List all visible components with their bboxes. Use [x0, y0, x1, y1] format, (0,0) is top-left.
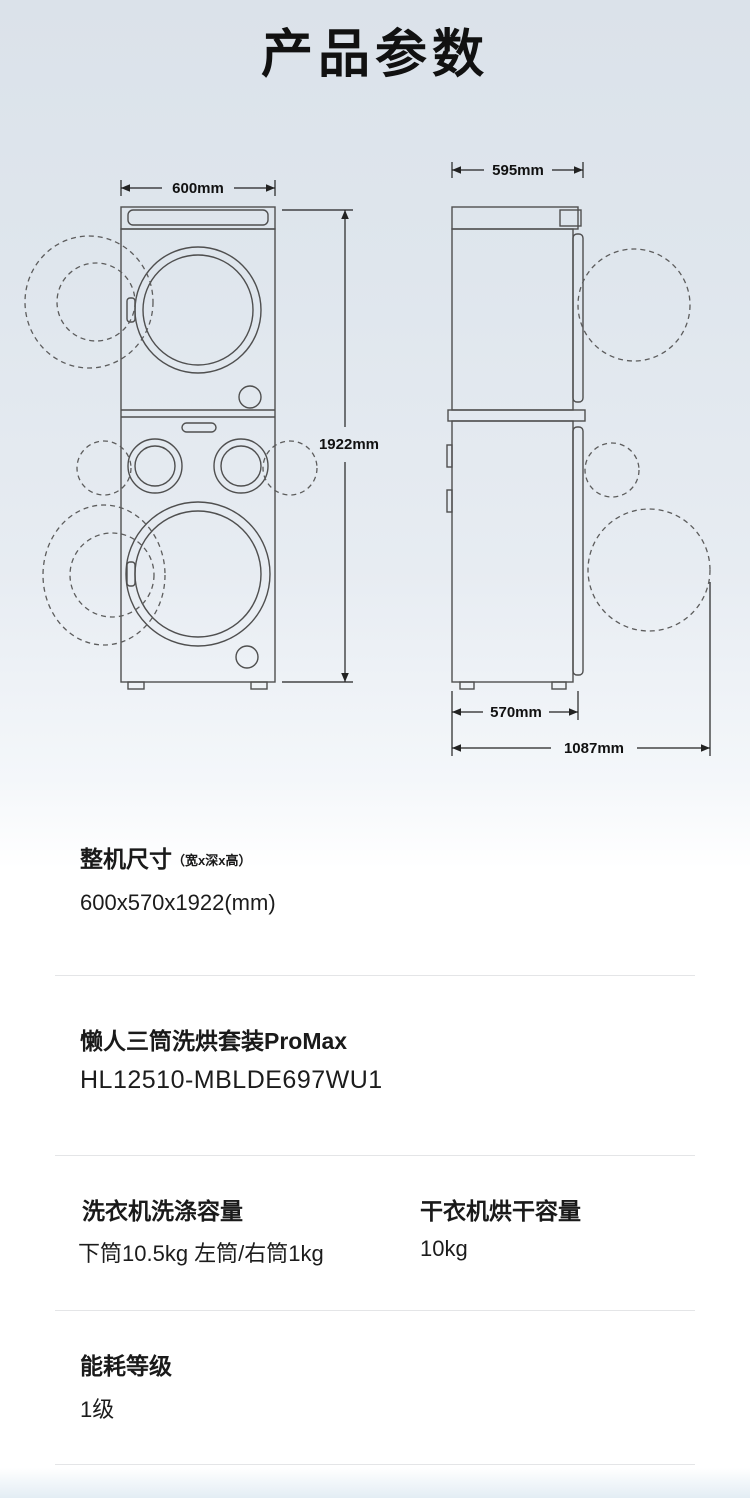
dimensions-label: 整机尺寸 — [80, 846, 172, 872]
section-divider — [55, 1310, 695, 1311]
page-title: 产品参数 — [260, 26, 489, 84]
side-view-drawing — [446, 206, 586, 690]
side-bottom-depth-dimension-label: 570mm — [490, 704, 542, 721]
washer-capacity-label: 洗衣机洗涤容量 — [82, 1198, 243, 1224]
section-divider — [55, 1464, 695, 1465]
front-height-dimension-label: 1922mm — [319, 436, 379, 453]
dimensions-label-note: （宽x深x高） — [172, 853, 252, 868]
energy-rating-label: 能耗等级 — [80, 1353, 172, 1379]
dimensions-label-row: 整机尺寸（宽x深x高） — [80, 840, 251, 874]
dimension-arrowheads — [121, 166, 710, 752]
product-name: 懒人三筒洗烘套装ProMax — [80, 1028, 348, 1054]
bottom-gradient-strip — [0, 1468, 750, 1498]
dimensions-value: 600x570x1922(mm) — [80, 890, 276, 915]
section-divider — [55, 975, 695, 976]
washer-capacity-value: 下筒10.5kg 左筒/右筒1kg — [78, 1241, 324, 1266]
dimension-lines — [120, 162, 711, 756]
section-divider — [55, 1155, 695, 1156]
dryer-capacity-label: 干衣机烘干容量 — [420, 1198, 581, 1224]
side-top-depth-dimension-label: 595mm — [492, 162, 544, 179]
front-view-drawing — [120, 206, 276, 690]
energy-rating-value: 1级 — [80, 1397, 115, 1422]
door-swing-arcs — [24, 235, 711, 646]
front-width-dimension-label: 600mm — [172, 180, 224, 197]
product-model: HL12510-MBLDE697WU1 — [80, 1066, 383, 1094]
dimension-diagram: 600mm 1922mm 595mm 570mm 1087mm — [24, 162, 711, 757]
side-total-depth-dimension-label: 1087mm — [564, 740, 624, 757]
dryer-capacity-value: 10kg — [420, 1236, 468, 1261]
